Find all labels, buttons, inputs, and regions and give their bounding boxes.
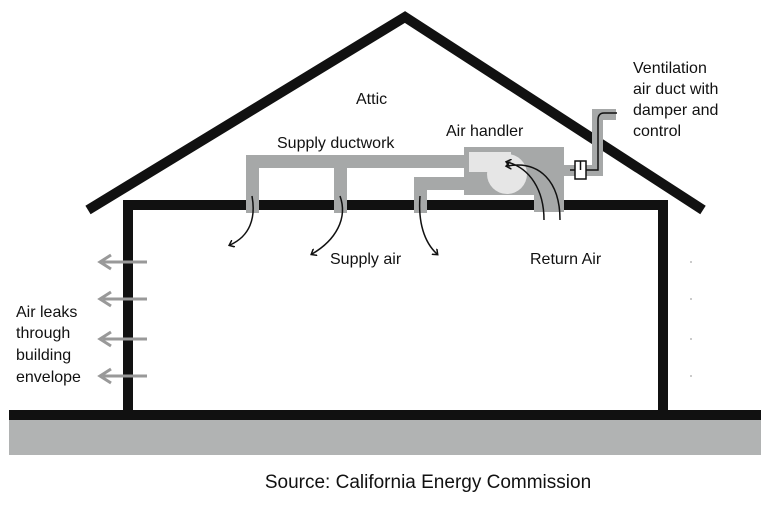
source-caption: Source: California Energy Commission (265, 472, 591, 493)
supply-air-label: Supply air (330, 251, 402, 268)
return-air-label: Return Air (530, 251, 602, 268)
foundation-line (9, 410, 761, 420)
ventilation-duct (562, 109, 617, 180)
ventilation-label-line: air duct with (633, 81, 718, 98)
ventilation-duct-label: Ventilation air duct with damper and con… (633, 60, 723, 140)
air-leak-arrows (97, 253, 147, 385)
roof (85, 11, 706, 215)
ground (9, 420, 761, 455)
air-leaks-label-line: through (16, 325, 70, 342)
house-walls (123, 200, 668, 412)
air-leaks-label-line: Air leaks (16, 304, 77, 321)
attic-label: Attic (356, 91, 387, 108)
supply-ductwork (246, 155, 466, 213)
right-wall-leak-marks (690, 261, 692, 377)
air-leaks-label-line: building (16, 347, 71, 364)
ventilation-label-line: damper and (633, 102, 718, 119)
supply-ductwork-label: Supply ductwork (277, 135, 395, 152)
return-air-arrows (507, 162, 561, 221)
supply-air-arrows (230, 195, 437, 254)
ventilation-label-line: control (633, 123, 681, 140)
air-handler-label: Air handler (446, 123, 524, 140)
air-leaks-label-line: envelope (16, 369, 81, 386)
air-leaks-label: Air leaks through building envelope (16, 304, 82, 386)
ventilation-label-line: Ventilation (633, 60, 707, 77)
